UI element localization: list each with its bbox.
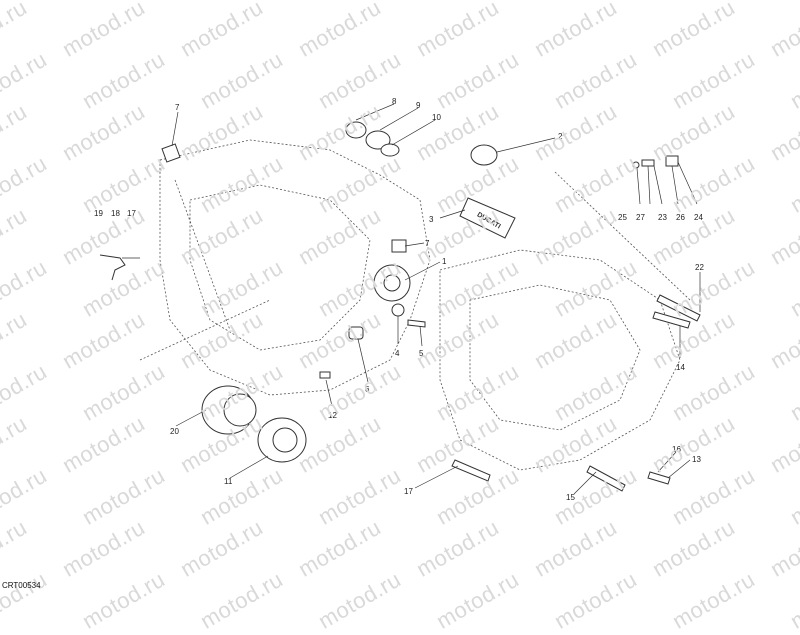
callout-7-mid: 7: [425, 239, 430, 248]
callout-15: 15: [566, 493, 575, 502]
callout-8: 8: [392, 97, 397, 106]
callout-4: 4: [395, 349, 400, 358]
left-crankcase-inner: [189, 184, 371, 351]
spring-27: [641, 159, 655, 167]
callout-19: 18: [111, 209, 120, 218]
right-crankcase-outline: [439, 249, 681, 471]
callout-16: 16: [672, 445, 681, 454]
cap-6: [348, 326, 364, 340]
sealant-tube-3: [459, 197, 516, 239]
bearing-2: [470, 144, 498, 166]
callout-1: 1: [442, 257, 447, 266]
dowel-12: [319, 371, 331, 379]
ring-10: [380, 143, 400, 157]
callout-9: 9: [416, 101, 421, 110]
bolt-5: [407, 319, 426, 328]
callout-5: 5: [419, 349, 424, 358]
callout-3: 3: [429, 215, 434, 224]
engine-case-drawing: DUCATI 7 8 9 10 2 3 7 1 4 5 6 12 20 11 1…: [94, 97, 704, 502]
callout-14: 14: [676, 363, 685, 372]
ball-25: [632, 161, 640, 169]
bolt-17: [451, 459, 491, 482]
callout-2: 2: [558, 132, 563, 141]
callout-25: 25: [618, 213, 627, 222]
callout-20: 19: [94, 209, 103, 218]
bolt-14: [652, 311, 691, 329]
right-crankcase-inner: [469, 284, 641, 431]
callout-11: 11: [224, 477, 233, 486]
bolt-15: [586, 465, 626, 492]
seal-ring-8: [345, 121, 367, 139]
callout-13: 13: [692, 455, 701, 464]
callout-27: 27: [636, 213, 645, 222]
diagram-code: CRT00534: [2, 581, 41, 590]
callout-23: 23: [658, 213, 667, 222]
callout-17: 17: [404, 487, 413, 496]
callout-26: 26: [676, 213, 685, 222]
bolt-22: [656, 294, 701, 322]
bearing-9: [365, 130, 391, 150]
clip-18-19-20: [99, 254, 126, 281]
bolt-13: [647, 471, 671, 485]
callout-24: 24: [694, 213, 703, 222]
bush-7-top: [161, 143, 181, 163]
callout-10: 10: [432, 113, 441, 122]
callout-12: 12: [328, 411, 337, 420]
callout-21-left: 20: [170, 427, 179, 436]
washer-4: [391, 303, 405, 317]
callout-7-top: 7: [175, 103, 180, 112]
bush-7-mid: [391, 239, 407, 253]
callout-22: 22: [695, 263, 704, 272]
callout-6: 6: [365, 385, 370, 394]
callout-18: 17: [127, 209, 136, 218]
